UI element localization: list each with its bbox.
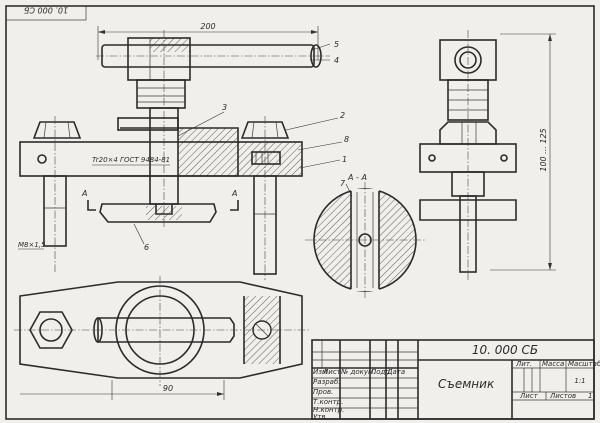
drawing-title: Съемник: [438, 377, 495, 391]
col-header-doc: № докум.: [340, 368, 376, 376]
front-view: 200: [18, 22, 349, 280]
thread-label-main: Tr20×4 ГОСТ 9484-81: [92, 156, 170, 164]
callout-1: 1: [342, 155, 347, 164]
callout-2: 2: [340, 111, 345, 120]
designation: 10. 000 СБ: [472, 343, 538, 357]
sheets-label: Листов: [549, 392, 576, 400]
col-header-list: Лист: [322, 368, 342, 376]
callout-5: 5: [334, 40, 339, 49]
plan-view: 90: [14, 276, 310, 400]
letter-header: Лит.: [515, 360, 532, 368]
callout-8: 8: [344, 135, 349, 144]
thread-label-bolt: M8×1,5: [18, 241, 46, 249]
title-block-row-labels: Разраб. Пров. Т.контр. Н.контр. Утв.: [313, 378, 344, 421]
mass-header: Масса: [542, 360, 564, 368]
section-view: А - А 7: [305, 173, 425, 298]
designation-box-rotated: 10. 000 СБ: [5, 6, 87, 21]
scale-value: 1:1: [574, 377, 585, 385]
callout-6: 6: [144, 243, 149, 252]
callout-3: 3: [222, 103, 227, 112]
col-header-sign: Подп.: [371, 368, 392, 376]
row-label-prov: Пров.: [313, 388, 333, 396]
section-mark-left: А: [81, 189, 87, 198]
dim-length-top: 200: [200, 22, 215, 31]
section-label: А - А: [347, 173, 367, 182]
dim-length-bottom: 90: [163, 384, 173, 393]
section-mark-right: А: [231, 189, 237, 198]
callout-7: 7: [340, 179, 346, 188]
row-label-nkontr: Н.контр.: [313, 406, 344, 414]
scale-header: Масштаб: [568, 360, 600, 368]
title-block-col-headers: Изм Лист № докум. Подп. Дата: [313, 368, 405, 376]
row-label-razrab: Разраб.: [313, 378, 341, 386]
drawing-frame: [5, 5, 595, 420]
dim-height-side: 100 ... 125: [539, 128, 548, 171]
title-block: Изм Лист № докум. Подп. Дата Разраб. Про…: [311, 339, 600, 421]
sheet-label: Лист: [519, 392, 539, 400]
side-view: 100 ... 125: [419, 30, 556, 280]
row-label-tkontr: Т.контр.: [313, 398, 343, 406]
col-header-date: Дата: [386, 368, 405, 376]
callout-4: 4: [334, 56, 339, 65]
row-label-utv: Утв.: [313, 413, 328, 421]
designation-rotated: 10. 000 СБ: [23, 6, 68, 15]
col-header-izm: Изм: [313, 368, 328, 376]
sheets-count: 1: [588, 392, 592, 400]
